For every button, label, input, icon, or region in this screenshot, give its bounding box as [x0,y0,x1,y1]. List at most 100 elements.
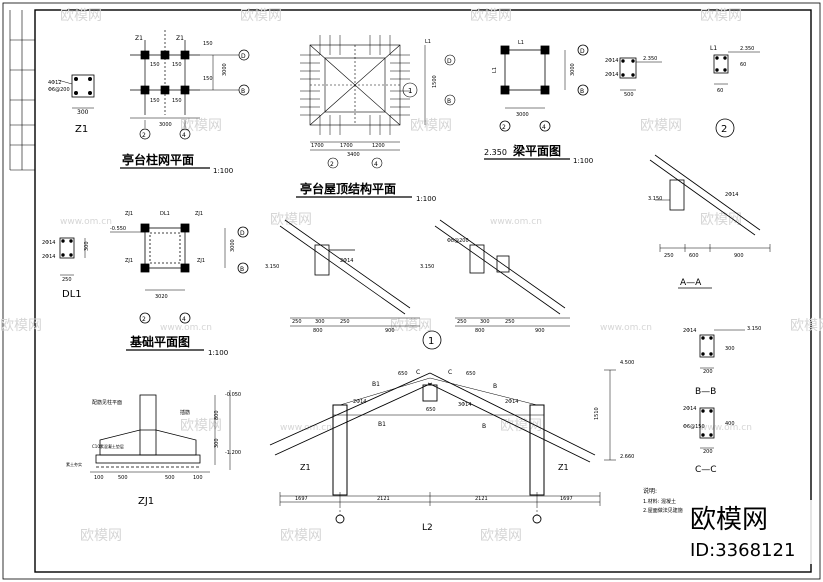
zj1-note-rebar: 配筋见柱平面 [92,399,122,406]
elev-elevation-top: 4.500 [620,360,634,366]
zj1-note-soil: 素土夯实 [66,461,82,467]
rafter-left-dim-total: 900 [385,328,395,334]
binding-strip [9,10,35,171]
axis-four: 4 [374,161,378,168]
rafter-left-elevation: 3.150 [265,264,279,270]
watermark-text: 欧模网 [470,8,512,24]
zj1-label: ZJ1 [138,496,154,507]
sheet-inner-border [34,9,812,573]
z1-dim-width: 300 [77,109,89,116]
elev-label-b: B [482,423,486,430]
z1-rebar-text: 4Φ12 [48,80,61,86]
elev-rebar: 2Φ14 [505,399,518,405]
elev-dim: 2121 [475,496,488,502]
cc-dim: 400 [725,421,735,427]
notes-item-2: 2.屋面做法见建施 [643,507,683,514]
detail-callout-2: 2 [721,124,727,135]
watermark-url: www.om.cn [60,217,112,227]
l1-elevation: 2.350 [643,56,657,62]
roof-elevation-section [269,369,616,524]
detail-callout-1: 1 [428,336,434,347]
zj1-note-cushion: C10素混凝土垫层 [92,443,124,449]
elev-dim-center: 650 [426,407,436,413]
section-cc-label: C—C [695,465,717,475]
title-foundation: 基础平面图 [129,334,190,349]
elev-label-l2: L2 [422,523,433,533]
rafter-right-elevation: 3.150 [420,264,434,270]
axis-b: B [240,266,244,273]
roof-detail-callout: 1 [408,87,412,95]
elev-dim: 2121 [377,496,390,502]
scale-beam-plan: 1:100 [573,157,593,165]
axis-two: 2 [330,161,334,168]
watermark-text: 欧模网 [180,418,222,434]
watermark-layer: 欧模网 欧模网 欧模网 欧模网 欧模网 欧模网 欧模网 www.om.cn ww… [0,8,823,544]
section-aa-label: A—A [680,278,702,288]
axis-two: 2 [142,132,146,139]
watermark-text: 欧模网 [640,118,682,134]
section-aa [649,154,771,252]
rafter-left-dim: 250 [340,319,350,325]
beam-plan [499,44,589,132]
elev-rebar: 3Φ14 [458,402,471,408]
notes-heading: 说明: [643,487,657,495]
rafter-right-dim-total: 800 [475,328,485,334]
axis-two: 2 [142,316,146,323]
beam-dim-vertical: 3000 [570,63,576,76]
dl1-dim-width: 250 [62,277,72,283]
elev-label-b1: B1 [378,421,386,428]
beam-plan-elevation: 2.350 [484,148,507,157]
bb-elevation: 3.150 [747,326,761,332]
watermark-text: 欧模网 [790,318,823,334]
elev-dim: 1697 [560,496,573,502]
watermark-url: www.om.cn [280,423,332,433]
beam-dim: 3000 [516,112,529,118]
l2-dim: 60 [740,62,746,68]
foundation-zj1-label: ZJ1 [195,211,203,217]
rafter-left-dim-total: 800 [313,328,323,334]
foundation-dim-vertical: 3000 [230,239,236,252]
elev-rebar: 2Φ14 [353,399,366,405]
watermark-text: 欧模网 [270,212,312,228]
scale-foundation: 1:100 [208,349,228,357]
zj1-elevation-bottom: -1.200 [225,450,241,456]
grid-dim: 150 [150,98,160,104]
axis-d: D [240,230,245,237]
notes-block: 说明: 1.材料: 混凝土 2.屋面做法见建施 [643,487,683,514]
z1-label: Z1 [75,124,88,135]
brand-logo-text: 欧模网 [690,505,768,535]
elev-label-c: C [448,369,452,376]
column-grid-plan [130,30,250,140]
grid-dim: 150 [172,98,182,104]
roof-dim-vertical: 1500 [432,75,438,88]
grid-dim: 150 [203,76,213,82]
elev-elevation-bottom: 2.660 [620,454,634,460]
grid-dim-vertical: 3000 [222,63,228,76]
watermark-text: 欧模网 [410,118,452,134]
z1-stirrup-text: Φ6@200 [48,87,70,93]
brand-stamp: 欧模网 ID:3368121 [684,500,812,564]
rafter-right-dim: 300 [480,319,490,325]
zj1-note-bar: 插筋 [180,409,190,416]
zj1-dim: 500 [165,475,175,481]
elev-label-b: B [493,383,497,390]
elev-label-c: C [416,369,420,376]
aa-elevation: 3.150 [648,196,662,202]
axis-four: 4 [542,124,546,131]
foundation-zj1-label: ZJ1 [197,258,205,264]
axis-four: 4 [182,316,186,323]
watermark-text: 欧模网 [700,212,742,228]
foundation-plan [110,223,249,324]
zj1-dim: 800 [214,410,220,420]
watermark-text: 欧模网 [480,528,522,544]
cc-dim-width: 200 [703,449,713,455]
roof-dim-total: 3400 [347,152,360,158]
elev-dim: 650 [398,371,408,377]
rafter-right-dim: 250 [457,319,467,325]
elev-dim: 650 [466,371,476,377]
foundation-elevation: -0.550 [110,226,126,232]
axis-four: 4 [182,132,186,139]
grid-dim-horizontal: 3000 [159,122,172,128]
zj1-dim: 100 [94,475,104,481]
zj1-dim: 500 [118,475,128,481]
